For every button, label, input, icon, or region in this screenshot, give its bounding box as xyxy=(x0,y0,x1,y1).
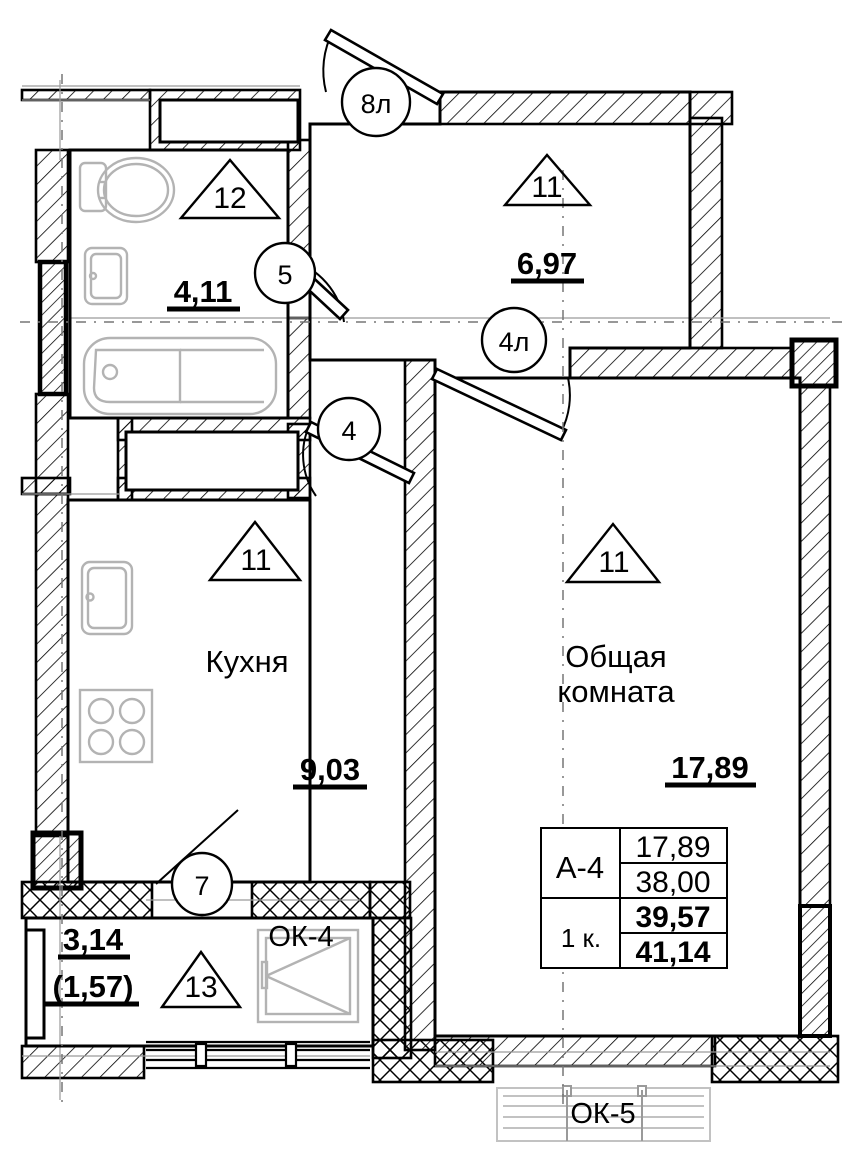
door-8l-swing xyxy=(322,28,445,106)
door-callout-5: 5 xyxy=(277,260,292,290)
bathtub-icon xyxy=(82,336,278,416)
door-callout-7: 7 xyxy=(194,871,209,901)
window-label-ok5: ОК-5 xyxy=(570,1098,635,1130)
height-marker-kitchen: 11 xyxy=(240,544,271,577)
closet-bathroom xyxy=(124,430,300,492)
text-labels: 12 11 11 11 13 8л 5 4л 4 7 Кухня Общая к… xyxy=(44,89,756,1130)
door-callout-4l: 4л xyxy=(499,327,530,357)
height-marker-balcony: 13 xyxy=(184,971,217,1004)
bathroom-sink-icon xyxy=(83,246,129,306)
table-total-area-balcony: 41,14 xyxy=(635,936,710,969)
table-total-area-bold: 39,57 xyxy=(635,901,710,934)
height-marker-bathroom: 12 xyxy=(213,182,246,215)
marker-triangle-balcony xyxy=(159,949,243,1009)
callout-circle-4l xyxy=(480,306,548,374)
stove-icon xyxy=(78,688,154,764)
marker-triangle-hallway xyxy=(502,153,593,207)
height-marker-living: 11 xyxy=(598,546,629,579)
marker-triangle-kitchen xyxy=(207,520,303,582)
fixtures xyxy=(78,156,278,764)
callout-circle-5 xyxy=(253,241,317,305)
area-bathroom: 4,11 xyxy=(174,274,233,309)
door-callout-circles xyxy=(170,66,548,917)
area-living: 17,89 xyxy=(671,750,749,785)
callout-circle-4 xyxy=(316,396,382,462)
door-callout-4: 4 xyxy=(341,416,356,446)
kitchen-sink-icon xyxy=(80,560,134,636)
balcony-glazing xyxy=(146,1040,370,1070)
closet-boxes xyxy=(124,98,300,492)
table-living-area: 17,89 xyxy=(635,831,710,864)
table-rooms-count: 1 к. xyxy=(561,923,601,953)
marker-triangle-bathroom xyxy=(178,158,282,220)
window-ok5-glyph xyxy=(496,1085,711,1142)
area-hallway: 6,97 xyxy=(517,246,577,281)
door-callout-8l: 8л xyxy=(361,89,392,119)
table-total-area: 38,00 xyxy=(635,866,710,899)
area-table xyxy=(540,827,728,969)
toilet-icon xyxy=(78,156,176,224)
room-name-living-line2: комната xyxy=(557,674,675,709)
area-kitchen: 9,03 xyxy=(300,752,360,787)
window-label-ok4: ОК-4 xyxy=(268,921,333,953)
axis-lines xyxy=(20,74,846,1110)
area-balcony: 3,14 xyxy=(63,922,124,957)
callout-circle-8l xyxy=(340,66,412,138)
windows xyxy=(146,928,711,1142)
closet-top xyxy=(158,98,300,144)
room-name-living-line1: Общая xyxy=(565,639,666,674)
balcony-parapet xyxy=(24,928,46,1040)
marker-triangle-living xyxy=(564,522,662,584)
height-marker-hallway: 11 xyxy=(531,171,562,204)
area-values: 4,11 6,97 9,03 17,89 3,14 (1,57) xyxy=(44,246,756,1007)
height-markers xyxy=(159,153,662,1009)
area-balcony-reduced: (1,57) xyxy=(53,969,134,1004)
door-swings xyxy=(155,28,571,885)
table-apartment-code: A-4 xyxy=(556,850,604,885)
callout-circle-7 xyxy=(170,851,234,917)
door-7-leader xyxy=(155,809,239,885)
room-name-kitchen: Кухня xyxy=(206,644,289,679)
window-ok4-glyph xyxy=(256,928,360,1024)
